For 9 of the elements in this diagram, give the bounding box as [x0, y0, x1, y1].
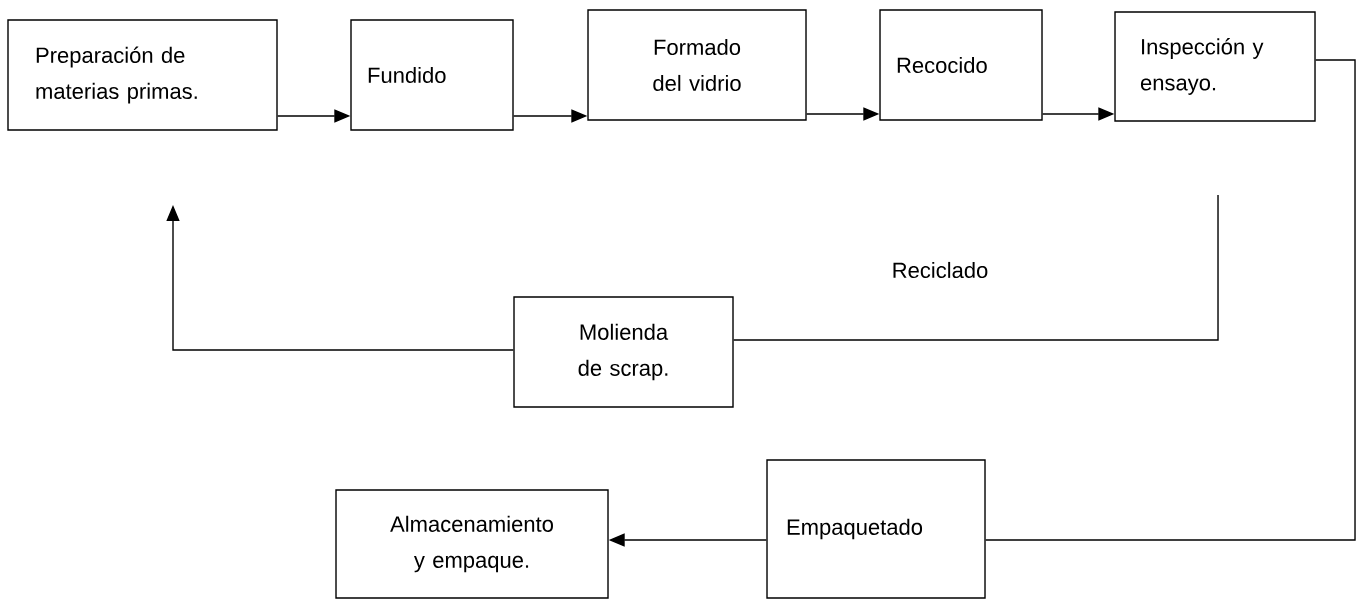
process-box: Inspección y ensayo. [1114, 11, 1316, 122]
process-box: Recocido [879, 9, 1043, 121]
process-box: Almacenamiento y empaque. [335, 489, 609, 599]
process-box: Preparación de materias primas. [7, 19, 278, 131]
process-box: Formado del vidrio [587, 9, 807, 121]
process-box: Molienda de scrap. [513, 296, 734, 408]
edge-label: Reciclado [889, 259, 991, 281]
process-box: Empaquetado [766, 459, 986, 599]
process-box: Fundido [350, 19, 514, 131]
